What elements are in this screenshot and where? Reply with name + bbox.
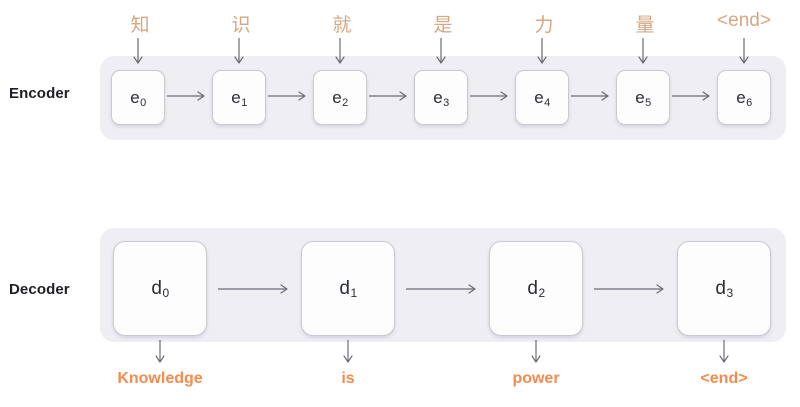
- encoder-cell-5[interactable]: e5: [616, 70, 670, 125]
- encoder-cell-6-label: e6: [736, 88, 753, 109]
- encoder-cell-6[interactable]: e6: [717, 70, 771, 125]
- encoder-cell-4-label: e4: [534, 88, 551, 109]
- source-token-6: <end>: [717, 10, 771, 31]
- decoder-panel: [100, 228, 786, 342]
- encoder-cell-4[interactable]: e4: [515, 70, 569, 125]
- encoder-cell-0-label: e0: [130, 88, 147, 109]
- encoder-cell-1[interactable]: e1: [212, 70, 266, 125]
- decoder-output-arrow-0: [154, 340, 166, 366]
- source-token-5: 量: [635, 15, 655, 36]
- encoder-cell-5-label: e5: [635, 88, 652, 109]
- decoder-output-arrow-3: [718, 340, 730, 366]
- output-token-0: Knowledge: [117, 370, 203, 387]
- decoder-cell-0-label: d0: [151, 278, 170, 300]
- output-token-3: <end>: [700, 370, 748, 387]
- source-token-4: 力: [534, 15, 554, 36]
- output-token-2: power: [512, 370, 560, 387]
- encoder-cell-2[interactable]: e2: [313, 70, 367, 125]
- decoder-cell-3-label: d3: [715, 278, 734, 300]
- decoder-cell-1[interactable]: d1: [301, 241, 395, 336]
- decoder-cell-2[interactable]: d2: [489, 241, 583, 336]
- encoder-cell-2-label: e2: [332, 88, 349, 109]
- decoder-cell-1-label: d1: [339, 278, 358, 300]
- source-token-0: 知: [130, 15, 150, 36]
- source-token-1: 识: [231, 15, 251, 36]
- encoder-cell-3[interactable]: e3: [414, 70, 468, 125]
- output-token-1: is: [341, 370, 355, 387]
- decoder-row-label: Decoder: [9, 281, 70, 298]
- decoder-cell-3[interactable]: d3: [677, 241, 771, 336]
- decoder-cell-2-label: d2: [527, 278, 546, 300]
- encoder-cell-0[interactable]: e0: [111, 70, 165, 125]
- decoder-output-arrow-1: [342, 340, 354, 366]
- encoder-cell-1-label: e1: [231, 88, 248, 109]
- source-token-2: 就: [332, 15, 352, 36]
- encoder-row-label: Encoder: [9, 85, 70, 102]
- decoder-cell-0[interactable]: d0: [113, 241, 207, 336]
- encoder-cell-3-label: e3: [433, 88, 450, 109]
- source-token-3: 是: [433, 15, 453, 36]
- decoder-output-arrow-2: [530, 340, 542, 366]
